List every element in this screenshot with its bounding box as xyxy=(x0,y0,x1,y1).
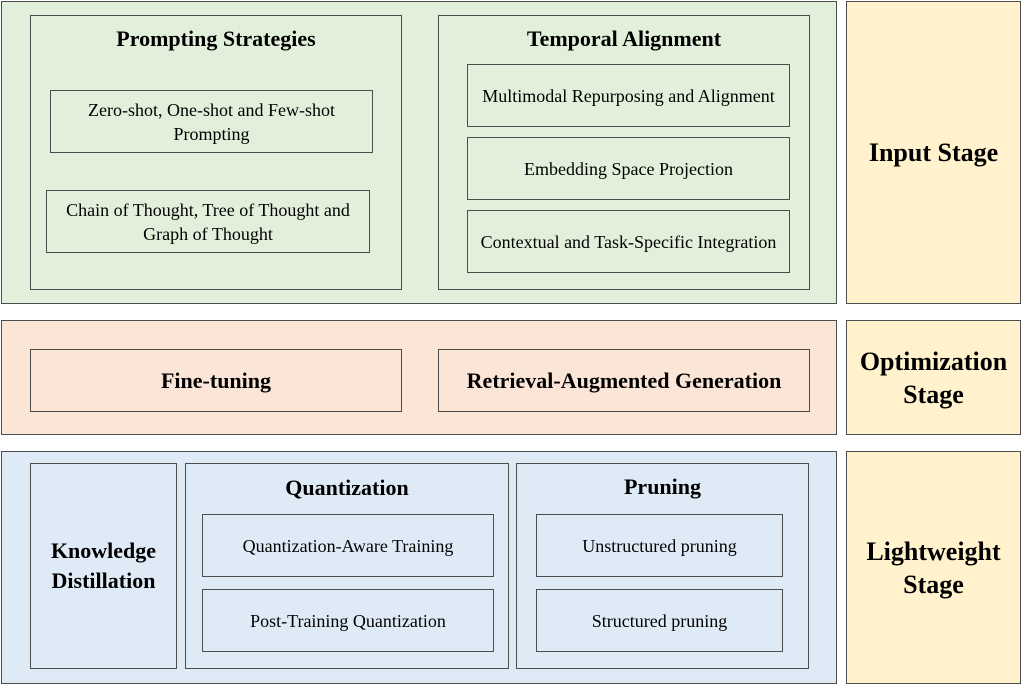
multimodal-repurposing-box: Multimodal Repurposing and Alignment xyxy=(467,64,790,127)
qat-box: Quantization-Aware Training xyxy=(202,514,494,577)
temporal-alignment-title: Temporal Alignment xyxy=(526,26,722,51)
optimization-stage-label: Optimization Stage xyxy=(846,320,1021,435)
pruning-title: Pruning xyxy=(623,474,702,499)
input-stage-label: Input Stage xyxy=(846,1,1021,304)
lightweight-stage-panel xyxy=(1,451,837,684)
prompting-strategies-group: Prompting Strategies xyxy=(30,15,402,290)
knowledge-distillation-box: Knowledge Distillation xyxy=(30,463,177,669)
lightweight-stage-label: Lightweight Stage xyxy=(846,451,1021,684)
pruning-group: Pruning xyxy=(516,463,809,669)
structured-pruning-box: Structured pruning xyxy=(536,589,783,652)
quantization-title: Quantization xyxy=(285,475,409,500)
prompting-strategies-title: Prompting Strategies xyxy=(116,26,316,51)
contextual-integration-box: Contextual and Task-Specific Integration xyxy=(467,210,790,273)
zero-few-shot-box: Zero-shot, One-shot and Few-shot Prompti… xyxy=(50,90,373,153)
unstructured-pruning-box: Unstructured pruning xyxy=(536,514,783,577)
ptq-box: Post-Training Quantization xyxy=(202,589,494,652)
quantization-group: Quantization xyxy=(185,463,509,669)
embedding-projection-box: Embedding Space Projection xyxy=(467,137,790,200)
rag-box: Retrieval-Augmented Generation xyxy=(438,349,810,412)
temporal-alignment-group: Temporal Alignment xyxy=(438,15,810,290)
fine-tuning-box: Fine-tuning xyxy=(30,349,402,412)
optimization-stage-panel xyxy=(1,320,837,435)
chain-tree-graph-thought-box: Chain of Thought, Tree of Thought and Gr… xyxy=(46,190,370,253)
